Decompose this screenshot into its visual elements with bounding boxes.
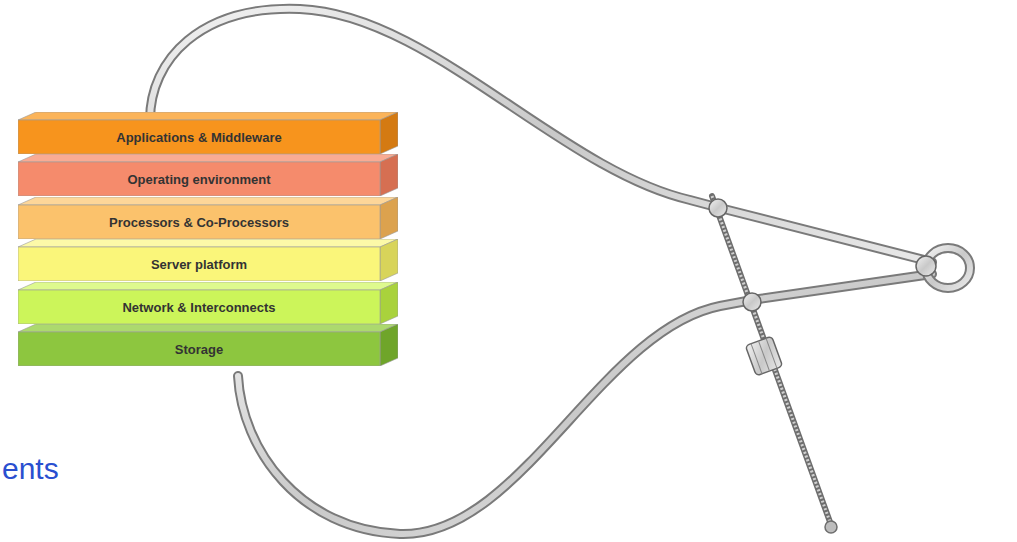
band-front-face [18,120,380,154]
band-top-face [18,197,398,205]
layer-band: Operating environment [18,154,398,196]
layer-band: Processors & Co-Processors [18,197,398,239]
band-front-face [18,162,380,196]
adjusting-screw [712,196,830,522]
band-label: Applications & Middleware [18,120,380,154]
layer-band: Server platform [18,239,398,281]
knurl-line [759,341,770,371]
band-side-face [380,154,398,196]
band-front-face [18,247,380,281]
band-side-face [380,197,398,239]
layer-band: Network & Interconnects [18,282,398,324]
band-front-face [18,290,380,324]
screw-end [825,521,837,533]
band-top-face [18,324,398,332]
band-front-face [18,205,380,239]
nut-body [745,336,782,376]
band-side-face [380,324,398,366]
band-label: Operating environment [18,162,380,196]
band-front-face [18,332,380,366]
band-label: Network & Interconnects [18,290,380,324]
hinge-pin [916,256,936,276]
band-top-face [18,239,398,247]
band-label: Server platform [18,247,380,281]
knurl-line [751,344,762,374]
layer-band: Applications & Middleware [18,112,398,154]
band-top-face [18,282,398,290]
band-top-face [18,154,398,162]
pivot-pin [709,199,727,217]
band-top-face [18,112,398,120]
knurl-line [766,338,777,368]
slide-text-fragment: ents [2,452,59,486]
band-label: Processors & Co-Processors [18,205,380,239]
band-label: Storage [18,332,380,366]
layer-band: Storage [18,324,398,366]
band-side-face [380,112,398,154]
pivot-pin [743,293,761,311]
screw-thread [712,196,830,522]
band-side-face [380,282,398,324]
knurled-nut [745,336,782,376]
band-side-face [380,239,398,281]
